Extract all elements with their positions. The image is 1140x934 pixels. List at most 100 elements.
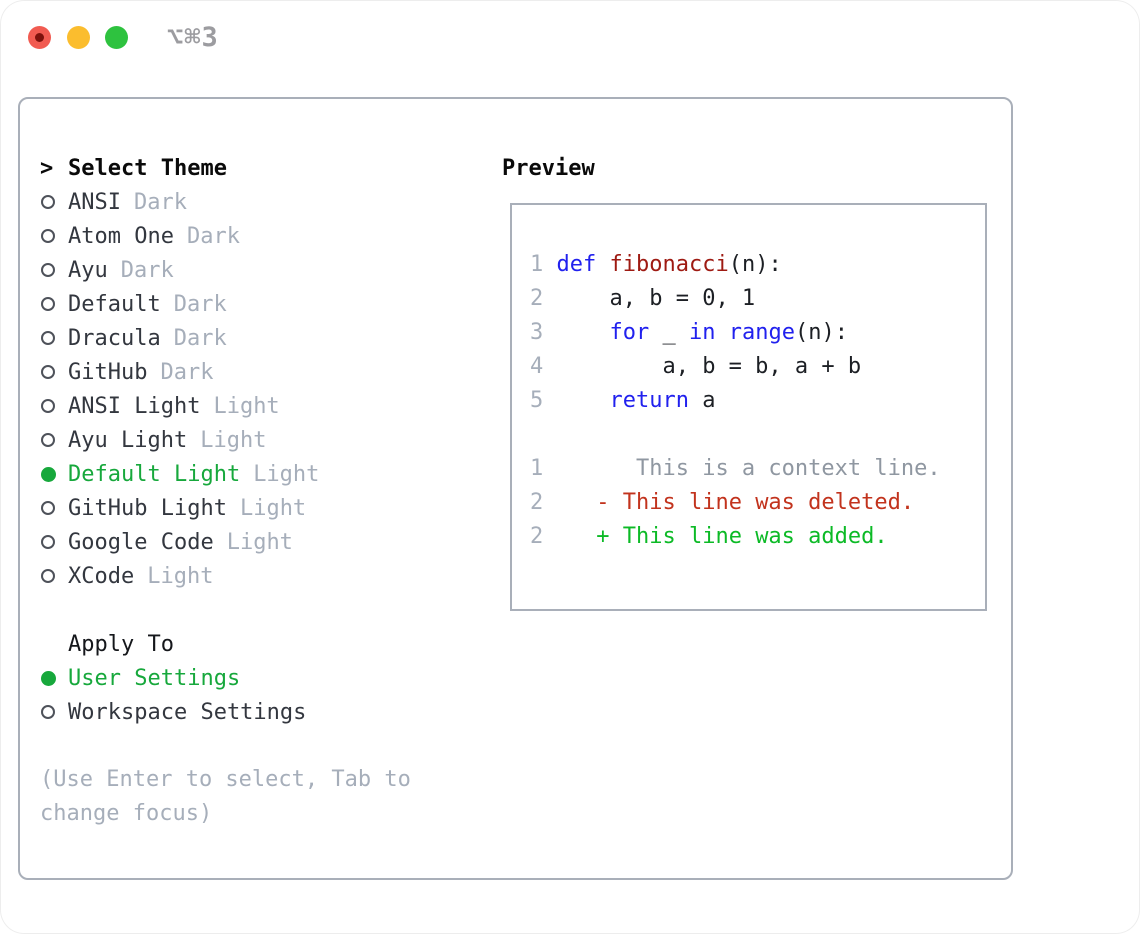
theme-name: XCode xyxy=(68,563,135,589)
code-token: (n): xyxy=(794,320,848,345)
code-line: 2 a, b = 0, 1 xyxy=(530,282,941,316)
code-token: in xyxy=(688,320,716,345)
theme-name: ANSI Light xyxy=(68,393,201,419)
code-token: fibonacci xyxy=(609,252,729,277)
theme-name: Ayu Light xyxy=(68,427,188,453)
preview-title: Preview xyxy=(502,155,595,181)
radio-icon xyxy=(40,297,68,311)
apply-item[interactable]: User Settings xyxy=(40,661,411,695)
code-token xyxy=(596,252,609,277)
code-token: a, b = b, a + b xyxy=(556,354,862,379)
theme-item[interactable]: Dracula Dark xyxy=(40,321,411,355)
radio-selected-icon xyxy=(41,670,56,686)
apply-item-label: Workspace Settings xyxy=(68,699,307,725)
theme-variant-label: Light xyxy=(226,529,293,555)
line-number: 2 xyxy=(530,524,557,549)
theme-name: Ayu xyxy=(68,257,108,283)
code-token: a, b = 0, 1 xyxy=(556,286,756,311)
code-token xyxy=(557,388,610,413)
code-line: 2 + This line was added. xyxy=(530,520,941,554)
theme-name: GitHub xyxy=(68,359,148,385)
traffic-light-zoom-button[interactable] xyxy=(105,26,128,49)
apply-item[interactable]: Workspace Settings xyxy=(40,695,411,729)
line-number: 4 xyxy=(530,354,557,379)
theme-name: Atom One xyxy=(68,223,174,249)
code-token: + This line was added. xyxy=(596,524,888,549)
code-token: - This line was deleted. xyxy=(596,490,915,515)
theme-name: Google Code xyxy=(68,529,214,555)
radio-unselected-icon xyxy=(41,263,55,277)
theme-item[interactable]: ANSI Light Light xyxy=(40,389,411,423)
theme-item[interactable]: Google Code Light xyxy=(40,525,411,559)
theme-name: GitHub Light xyxy=(68,495,227,521)
code-token: _ xyxy=(649,320,689,345)
radio-icon xyxy=(40,433,68,447)
radio-icon xyxy=(40,263,68,277)
radio-icon xyxy=(40,535,68,549)
window-shortcut-label: ⌥⌘3 xyxy=(167,22,219,53)
code-token: range xyxy=(728,320,795,345)
radio-icon xyxy=(40,195,68,209)
radio-unselected-icon xyxy=(41,195,55,209)
close-dot-icon xyxy=(35,33,44,42)
radio-icon xyxy=(40,466,68,482)
traffic-light-close-button[interactable] xyxy=(28,26,51,49)
apply-section-title: Apply To xyxy=(68,631,174,657)
line-number: 2 xyxy=(530,286,557,311)
radio-unselected-icon xyxy=(41,229,55,243)
code-token xyxy=(715,320,728,345)
theme-variant-label: Light xyxy=(239,495,307,521)
radio-unselected-icon xyxy=(41,433,55,447)
theme-variant-label: Dark xyxy=(186,223,240,249)
theme-name: Dracula xyxy=(68,325,161,351)
code-token xyxy=(557,490,597,515)
theme-list-title: Select Theme xyxy=(68,155,227,181)
radio-icon xyxy=(40,229,68,243)
code-line: 2 - This line was deleted. xyxy=(530,486,941,520)
code-token xyxy=(557,524,597,549)
hint-text: (Use Enter to select, Tab to change focu… xyxy=(40,763,411,831)
radio-unselected-icon xyxy=(41,331,55,345)
theme-item[interactable]: Atom One Dark xyxy=(40,219,411,253)
line-number: 3 xyxy=(530,320,557,345)
theme-name: ANSI xyxy=(68,189,121,215)
radio-icon xyxy=(40,501,68,515)
apply-item-label: User Settings xyxy=(68,665,241,691)
radio-unselected-icon xyxy=(41,297,55,311)
code-token: for xyxy=(609,320,650,345)
code-token: a xyxy=(688,388,716,413)
theme-variant-label: Dark xyxy=(173,325,227,351)
radio-icon xyxy=(40,670,68,686)
radio-icon xyxy=(40,399,68,413)
theme-name: Default xyxy=(68,291,161,317)
radio-unselected-icon xyxy=(41,535,55,549)
theme-variant-label: Light xyxy=(200,427,267,453)
code-token: This is a context line. xyxy=(556,456,941,481)
code-line: 5 return a xyxy=(530,384,941,418)
traffic-light-minimize-button[interactable] xyxy=(67,26,90,49)
prompt-icon: > xyxy=(40,155,54,181)
theme-name: Default Light xyxy=(68,461,241,487)
radio-unselected-icon xyxy=(41,501,55,515)
line-number: 5 xyxy=(530,388,557,413)
radio-unselected-icon xyxy=(41,365,55,379)
radio-unselected-icon xyxy=(41,569,55,583)
code-line: 1 This is a context line. xyxy=(530,452,941,486)
theme-item[interactable]: Ayu Light Light xyxy=(40,423,411,457)
theme-variant-label: Light xyxy=(213,393,280,419)
spacer xyxy=(40,593,411,627)
theme-item[interactable]: GitHub Light Light xyxy=(40,491,411,525)
hint-line-1: (Use Enter to select, Tab to xyxy=(40,767,411,792)
